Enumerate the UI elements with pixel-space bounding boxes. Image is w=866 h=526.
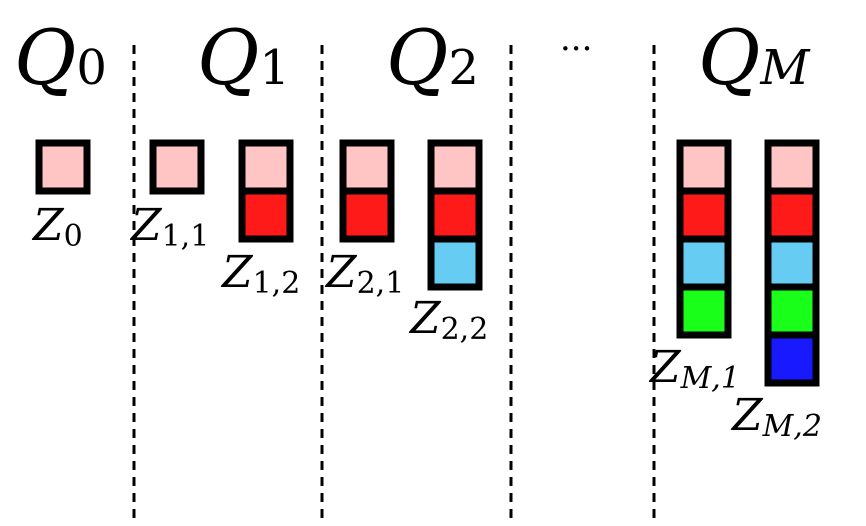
stack-4-cell-0 [427, 139, 483, 195]
stack-3-cell-1 [339, 187, 395, 243]
stack-0-cell-0 [35, 139, 91, 195]
codebook-stacks [35, 139, 820, 387]
stack-5-cell-0 [676, 139, 732, 195]
label-zm2: ZM,2 [730, 390, 822, 444]
stack-5-cell-2 [676, 235, 732, 291]
stack-6-cell-2 [764, 235, 820, 291]
stack-2-cell-1 [238, 187, 294, 243]
ellipsis: ··· [560, 29, 592, 69]
label-z22: Z2,2 [408, 293, 488, 347]
label-z11: Z1,1 [129, 200, 209, 254]
label-z0: Z0 [31, 200, 83, 254]
heading-qm: QM [698, 13, 811, 102]
stack-6-cell-3 [764, 283, 820, 339]
stack-6-cell-1 [764, 187, 820, 243]
stack-4-cell-1 [427, 187, 483, 243]
stack-6-cell-4 [764, 331, 820, 387]
heading-q2: Q2 [386, 13, 479, 102]
stack-1-cell-0 [149, 139, 205, 195]
stack-3-cell-0 [339, 139, 395, 195]
label-z21: Z2,1 [324, 247, 404, 301]
heading-q1: Q1 [197, 13, 290, 102]
stack-2-cell-0 [238, 139, 294, 195]
label-z12: Z1,2 [220, 247, 300, 301]
stack-5-cell-1 [676, 187, 732, 243]
stack-6-cell-0 [764, 139, 820, 195]
heading-q0: Q0 [14, 13, 107, 102]
stack-5-cell-3 [676, 283, 732, 339]
label-zm1: ZM,1 [648, 342, 740, 396]
stack-4-cell-2 [427, 235, 483, 291]
